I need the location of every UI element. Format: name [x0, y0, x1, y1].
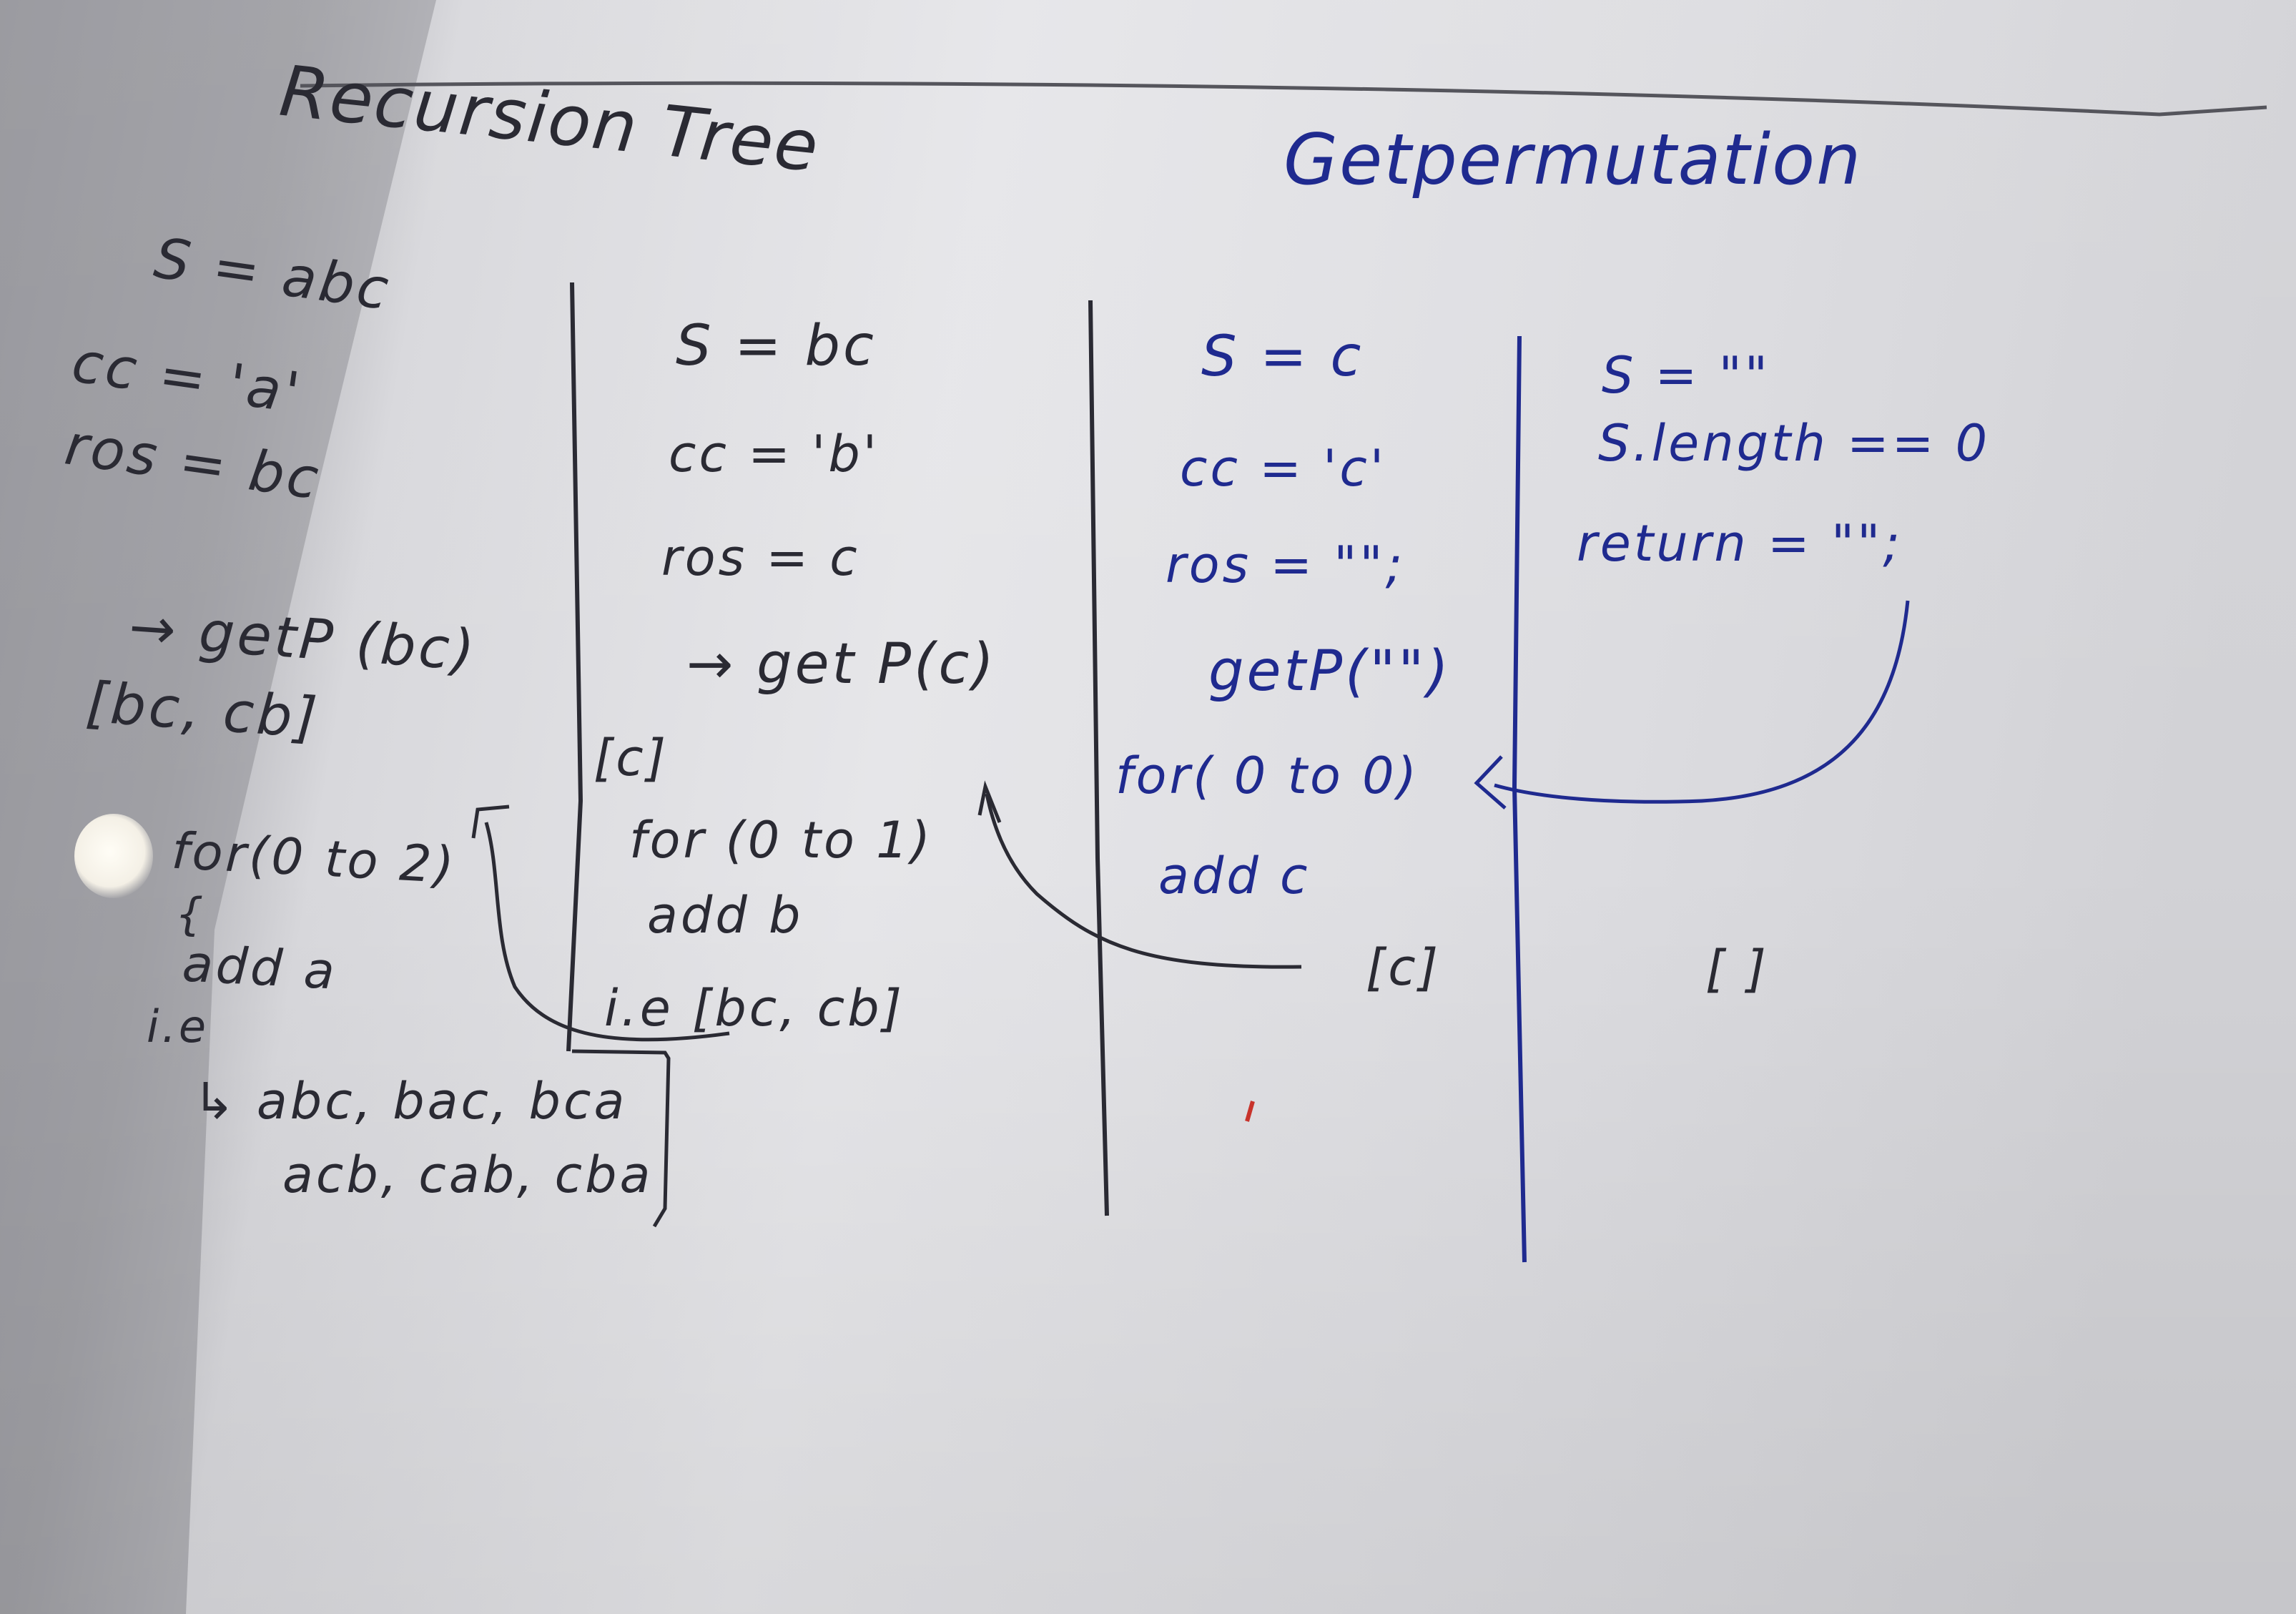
col3-call-line: getP("")	[1208, 639, 1452, 704]
divider-2	[1088, 300, 1109, 1216]
divider-3	[1512, 335, 1527, 1263]
col2-s-line: S = bc	[676, 314, 877, 378]
col1-output-line-2: acb, cab, cba	[282, 1146, 654, 1204]
return-arrow-4-to-3-head	[1474, 755, 1507, 810]
col3-ros-line: ros = "";	[1166, 536, 1406, 594]
col2-loop-line: for (0 to 1)	[629, 811, 933, 870]
col1-add-line: add a	[181, 934, 339, 1001]
col2-ie-result: i.e [bc, cb]	[604, 979, 905, 1038]
col4-s-line: S = ""	[1602, 346, 1770, 405]
right-title: Getpermutation	[1284, 119, 1863, 201]
return-arrow-2-to-1-head	[471, 804, 510, 839]
col2-ros-line: ros = c	[661, 528, 860, 587]
col1-loop-line: for(0 to 2)	[170, 821, 458, 895]
col3-return-bracket: [c]	[1366, 938, 1442, 997]
col2-call-line: → get P(c)	[686, 632, 997, 697]
return-arrow-3-to-2	[985, 793, 1302, 969]
red-tick-mark	[1245, 1101, 1255, 1122]
return-arrow-4-to-3	[1494, 600, 1910, 804]
col4-empty-bracket: [ ]	[1705, 940, 1769, 998]
col1-ie-line: i.e	[147, 1000, 210, 1053]
col3-add-line: add c	[1158, 847, 1311, 905]
col1-brace: {	[175, 888, 207, 940]
col4-return-line: return = "";	[1577, 514, 1903, 573]
col2-result-line: [c]	[593, 729, 669, 787]
top-ruled-line	[300, 81, 2267, 117]
col4-check-line: S.length == 0	[1598, 414, 1991, 473]
return-arrow-2-to-1	[484, 822, 730, 1042]
col1-result-line: [bc, cb]	[84, 670, 322, 752]
return-arrow-3-to-2-head	[977, 780, 1002, 823]
light-glare	[74, 814, 153, 898]
col3-cc-line: cc = 'c'	[1180, 439, 1387, 498]
divider-1	[566, 282, 583, 1052]
col3-loop-line: for( 0 to 0)	[1115, 747, 1419, 805]
col1-output-line-1: ↳ abc, bac, bca	[193, 1072, 628, 1131]
col2-cc-line: cc = 'b'	[669, 425, 880, 483]
output-bracket	[571, 1049, 671, 1228]
col3-s-line: S = c	[1201, 325, 1364, 389]
col2-add-line: add b	[647, 886, 804, 945]
